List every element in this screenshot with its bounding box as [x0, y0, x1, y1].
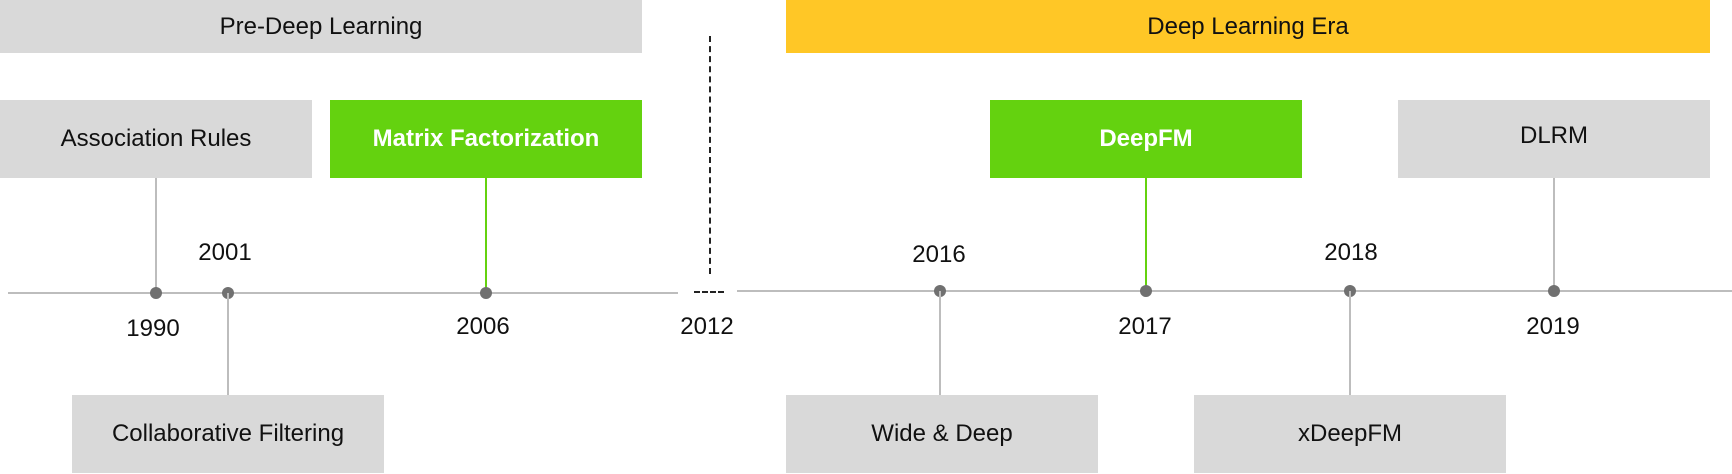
year-label-2016: 2016: [912, 241, 966, 268]
era-divider-line: [709, 36, 711, 274]
year-label-2001: 2001: [198, 239, 252, 266]
timeline-dot-1990: [150, 287, 162, 299]
milestone-label: Association Rules: [60, 125, 252, 152]
year-label-2006: 2006: [456, 313, 510, 340]
milestone-box-xdeepfm: xDeepFM: [1194, 395, 1506, 473]
connector-line: [1145, 178, 1147, 292]
connector-line: [939, 291, 941, 395]
era-banner-pre-deep-learning: Pre-Deep Learning: [0, 0, 642, 53]
milestone-box-dlrm: DLRM: [1398, 100, 1710, 178]
year-label-2019: 2019: [1526, 313, 1580, 340]
timeline-dot-2006: [480, 287, 492, 299]
milestone-label: xDeepFM: [1297, 420, 1403, 447]
milestone-box-wide-and-deep: Wide & Deep: [786, 395, 1098, 473]
timeline-dot-2017: [1140, 285, 1152, 297]
era-label: Pre-Deep Learning: [219, 12, 423, 40]
milestone-box-collaborative-filtering: Collaborative Filtering: [72, 395, 384, 473]
milestone-label: Wide & Deep: [871, 420, 1013, 447]
era-label: Deep Learning Era: [1147, 12, 1349, 40]
milestone-box-deepfm: DeepFM: [990, 100, 1302, 178]
milestone-box-matrix-factorization: Matrix Factorization: [330, 100, 642, 178]
year-label-2018: 2018: [1324, 239, 1378, 266]
connector-line: [485, 178, 487, 294]
timeline-axis-left: [8, 292, 678, 294]
year-label-2017: 2017: [1118, 313, 1172, 340]
year-label-2012: 2012: [680, 313, 734, 340]
connector-line: [227, 293, 229, 395]
timeline-dot-2019: [1548, 285, 1560, 297]
connector-line: [155, 178, 157, 294]
milestone-box-association-rules: Association Rules: [0, 100, 312, 178]
milestone-label: DLRM: [1519, 122, 1588, 149]
milestone-label: Matrix Factorization: [372, 125, 600, 152]
connector-line: [1553, 178, 1555, 292]
milestone-label: Collaborative Filtering: [111, 420, 345, 447]
era-banner-deep-learning: Deep Learning Era: [786, 0, 1710, 53]
connector-line: [1349, 291, 1351, 395]
year-label-1990: 1990: [126, 315, 180, 342]
era-divider-gap: [694, 291, 724, 293]
timeline-axis-right: [737, 290, 1732, 292]
milestone-label: DeepFM: [1099, 125, 1193, 152]
